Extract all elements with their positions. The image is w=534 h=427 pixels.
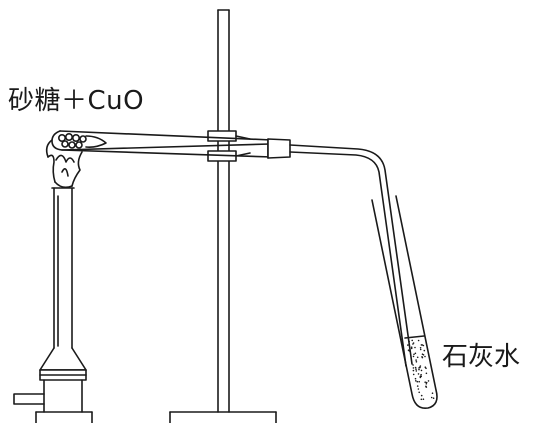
- liquid-dot: [412, 343, 414, 345]
- liquid-dot: [419, 365, 422, 367]
- liquid-dot: [417, 339, 420, 342]
- liquid-dot: [418, 367, 420, 369]
- limewater-liquid: [407, 339, 435, 401]
- liquid-dot: [431, 392, 434, 395]
- liquid-dot: [414, 352, 417, 355]
- liquid-dot: [424, 355, 426, 358]
- liquid-dot: [412, 369, 415, 372]
- liquid-dot: [413, 353, 415, 356]
- liquid-dot: [410, 346, 413, 349]
- liquid-dot: [418, 391, 421, 394]
- liquid-dot: [425, 385, 427, 388]
- burner-flame: [45, 139, 83, 189]
- liquid-dot: [415, 359, 417, 361]
- stand-base: [169, 411, 277, 424]
- rubber-stopper: [267, 138, 291, 159]
- liquid-dot: [412, 367, 415, 369]
- liquid-dot: [420, 394, 423, 397]
- reactants-label: 砂糖＋CuO: [8, 86, 145, 116]
- liquid-dot: [407, 344, 409, 346]
- liquid-dot: [412, 364, 414, 366]
- liquid-dot: [425, 372, 428, 375]
- liquid-dot: [411, 339, 414, 342]
- liquid-dot: [416, 385, 419, 387]
- liquid-dot: [425, 367, 427, 370]
- liquid-dot: [415, 380, 417, 382]
- liquid-dot: [414, 346, 416, 349]
- liquid-dot: [422, 398, 425, 401]
- liquid-dot: [410, 347, 413, 350]
- liquid-dot: [420, 398, 423, 401]
- liquid-dot: [421, 344, 424, 346]
- liquid-dot: [421, 356, 423, 358]
- liquid-dot: [418, 380, 421, 383]
- liquid-dot: [419, 347, 422, 349]
- liquid-dot: [418, 368, 420, 371]
- liquid-dot: [432, 397, 435, 400]
- liquid-dot: [407, 349, 410, 352]
- liquid-dot: [416, 356, 419, 359]
- liquid-dot: [421, 353, 424, 356]
- delivery-tube: [289, 144, 413, 367]
- liquid-dot: [414, 366, 417, 369]
- limewater-label: 石灰水: [442, 342, 521, 372]
- liquid-dot: [415, 361, 418, 363]
- liquid-dot: [412, 373, 415, 376]
- burner: [13, 187, 93, 424]
- liquid-dot: [412, 355, 415, 358]
- liquid-dot: [414, 377, 417, 380]
- liquid-dot: [417, 373, 420, 375]
- liquid-dot: [415, 370, 418, 372]
- liquid-dot: [420, 369, 423, 372]
- liquid-dot: [415, 368, 417, 371]
- liquid-dot: [424, 381, 427, 384]
- liquid-dot: [416, 380, 419, 383]
- liquid-dot: [420, 373, 422, 376]
- liquid-dot: [427, 380, 430, 382]
- limewater-tube: [371, 195, 438, 410]
- liquid-dot: [417, 388, 420, 390]
- liquid-dot: [430, 396, 433, 399]
- reactant-powder: [57, 133, 107, 149]
- liquid-dot: [419, 348, 422, 351]
- liquid-dot: [422, 344, 425, 347]
- liquid-dot: [420, 375, 423, 378]
- liquid-dot: [408, 340, 411, 343]
- stand-rod: [217, 9, 230, 413]
- liquid-dot: [423, 349, 426, 352]
- liquid-dot: [425, 381, 428, 384]
- liquid-dot: [425, 383, 428, 385]
- test-tube: [51, 130, 273, 159]
